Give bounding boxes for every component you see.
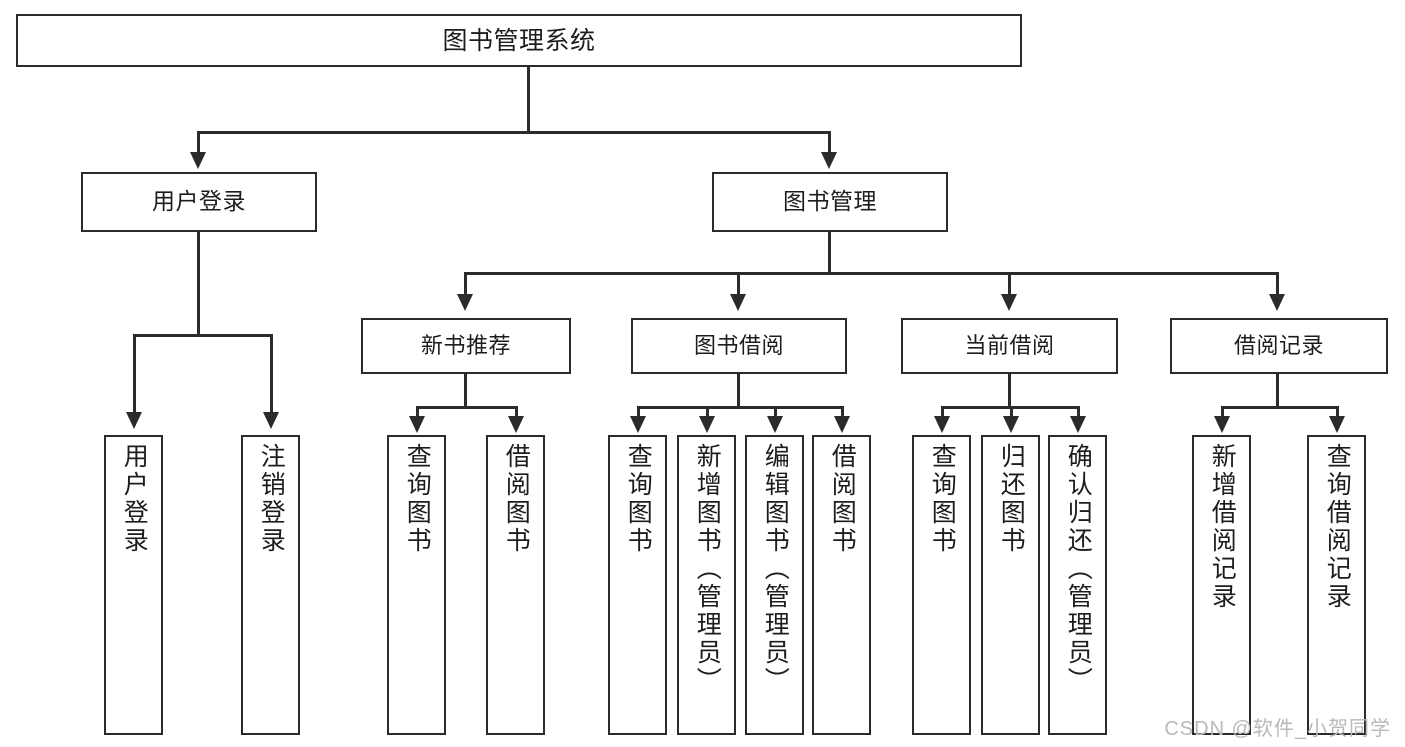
edge-book-borrow-down bbox=[737, 374, 740, 408]
node-current-borrow-label: 当前借阅 bbox=[964, 332, 1055, 358]
node-borrow-record[interactable]: 借阅记录 bbox=[1170, 318, 1388, 374]
node-leaf-add-book[interactable]: 新增图书（管理员） bbox=[677, 435, 736, 735]
arrow-leaf-query-record bbox=[1329, 416, 1345, 433]
edge-to-user-login bbox=[197, 131, 200, 157]
node-root[interactable]: 图书管理系统 bbox=[16, 14, 1022, 67]
node-leaf-logout[interactable]: 注销登录 bbox=[241, 435, 300, 735]
node-leaf-query-book-1-label: 查询图书 bbox=[403, 443, 432, 555]
edge-to-new-book bbox=[464, 272, 467, 296]
arrow-to-borrow-record bbox=[1269, 294, 1285, 311]
node-leaf-add-record[interactable]: 新增借阅记录 bbox=[1192, 435, 1251, 735]
arrow-to-book-management bbox=[821, 152, 837, 169]
arrow-leaf-confirm-return bbox=[1070, 416, 1086, 433]
edge-leaf-borrow-book-2 bbox=[841, 406, 844, 418]
edge-root-down bbox=[527, 67, 530, 133]
edge-borrow-record-down bbox=[1276, 374, 1279, 408]
node-leaf-query-book-3[interactable]: 查询图书 bbox=[912, 435, 971, 735]
edge-to-current-borrow bbox=[1008, 272, 1011, 296]
arrow-leaf-return-book bbox=[1003, 416, 1019, 433]
node-leaf-logout-label: 注销登录 bbox=[257, 443, 286, 555]
edge-new-book-down bbox=[464, 374, 467, 408]
node-leaf-borrow-book-2-label: 借阅图书 bbox=[828, 443, 857, 555]
arrow-leaf-logout bbox=[263, 412, 279, 429]
node-leaf-borrow-book-2[interactable]: 借阅图书 bbox=[812, 435, 871, 735]
edge-leaf-confirm-return bbox=[1077, 406, 1080, 418]
edge-leaf-query-book-1 bbox=[416, 406, 419, 418]
arrow-leaf-add-record bbox=[1214, 416, 1230, 433]
watermark: CSDN @软件_小贺同学 bbox=[1164, 718, 1391, 740]
node-current-borrow[interactable]: 当前借阅 bbox=[901, 318, 1118, 374]
node-leaf-query-book-2[interactable]: 查询图书 bbox=[608, 435, 667, 735]
node-user-login-label: 用户登录 bbox=[152, 188, 246, 215]
arrow-leaf-query-book-1 bbox=[409, 416, 425, 433]
edge-leaf-return-book bbox=[1010, 406, 1013, 418]
edge-leaf-query-record bbox=[1336, 406, 1339, 418]
edge-leaf-logout bbox=[270, 334, 273, 414]
edge-new-book-bus bbox=[416, 406, 518, 409]
edge-current-borrow-down bbox=[1008, 374, 1011, 408]
edge-leaf-query-book-2 bbox=[637, 406, 640, 418]
arrow-to-current-borrow bbox=[1001, 294, 1017, 311]
edge-book-borrow-bus bbox=[637, 406, 844, 409]
node-leaf-query-record-label: 查询借阅记录 bbox=[1323, 443, 1352, 611]
node-leaf-query-record[interactable]: 查询借阅记录 bbox=[1307, 435, 1366, 735]
arrow-leaf-query-book-3 bbox=[934, 416, 950, 433]
edge-root-bus bbox=[197, 131, 830, 134]
edge-leaf-borrow-book-1 bbox=[515, 406, 518, 418]
edge-leaf-add-record bbox=[1221, 406, 1224, 418]
node-new-book-recommend-label: 新书推荐 bbox=[420, 332, 511, 358]
node-leaf-edit-book[interactable]: 编辑图书（管理员） bbox=[745, 435, 804, 735]
node-book-management-label: 图书管理 bbox=[783, 188, 877, 215]
node-leaf-confirm-return[interactable]: 确认归还（管理员） bbox=[1048, 435, 1107, 735]
edge-leaf-add-book bbox=[706, 406, 709, 418]
arrow-leaf-user-login bbox=[126, 412, 142, 429]
node-book-borrow[interactable]: 图书借阅 bbox=[631, 318, 847, 374]
arrow-leaf-edit-book bbox=[767, 416, 783, 433]
node-leaf-query-book-1[interactable]: 查询图书 bbox=[387, 435, 446, 735]
node-user-login[interactable]: 用户登录 bbox=[81, 172, 317, 232]
node-leaf-query-book-2-label: 查询图书 bbox=[624, 443, 653, 555]
node-new-book-recommend[interactable]: 新书推荐 bbox=[361, 318, 571, 374]
node-leaf-confirm-return-label: 确认归还（管理员） bbox=[1064, 443, 1093, 695]
node-root-label: 图书管理系统 bbox=[442, 26, 596, 55]
node-leaf-borrow-book-1-label: 借阅图书 bbox=[502, 443, 531, 555]
edge-user-login-down bbox=[197, 232, 200, 336]
edge-borrow-record-bus bbox=[1221, 406, 1339, 409]
node-leaf-return-book-label: 归还图书 bbox=[997, 443, 1026, 555]
node-leaf-add-record-label: 新增借阅记录 bbox=[1208, 443, 1237, 611]
edge-level3-bus bbox=[464, 272, 1279, 275]
arrow-to-new-book bbox=[457, 294, 473, 311]
node-leaf-borrow-book-1[interactable]: 借阅图书 bbox=[486, 435, 545, 735]
edge-book-management-down bbox=[828, 232, 831, 274]
arrow-leaf-borrow-book-1 bbox=[508, 416, 524, 433]
edge-to-book-management bbox=[828, 131, 831, 157]
node-leaf-user-login[interactable]: 用户登录 bbox=[104, 435, 163, 735]
arrow-leaf-borrow-book-2 bbox=[834, 416, 850, 433]
edge-to-borrow-record bbox=[1276, 272, 1279, 296]
node-leaf-add-book-label: 新增图书（管理员） bbox=[693, 443, 722, 695]
edge-user-login-bus bbox=[133, 334, 273, 337]
arrow-leaf-query-book-2 bbox=[630, 416, 646, 433]
arrow-to-book-borrow bbox=[730, 294, 746, 311]
node-book-borrow-label: 图书借阅 bbox=[693, 332, 784, 358]
node-leaf-user-login-label: 用户登录 bbox=[120, 443, 149, 555]
arrow-to-user-login bbox=[190, 152, 206, 169]
arrow-leaf-add-book bbox=[699, 416, 715, 433]
node-leaf-return-book[interactable]: 归还图书 bbox=[981, 435, 1040, 735]
node-leaf-query-book-3-label: 查询图书 bbox=[928, 443, 957, 555]
edge-leaf-user-login bbox=[133, 334, 136, 414]
edge-leaf-edit-book bbox=[774, 406, 777, 418]
edge-to-book-borrow bbox=[737, 272, 740, 296]
edge-leaf-query-book-3 bbox=[941, 406, 944, 418]
node-borrow-record-label: 借阅记录 bbox=[1233, 332, 1324, 358]
node-book-management[interactable]: 图书管理 bbox=[712, 172, 948, 232]
node-leaf-edit-book-label: 编辑图书（管理员） bbox=[761, 443, 790, 695]
